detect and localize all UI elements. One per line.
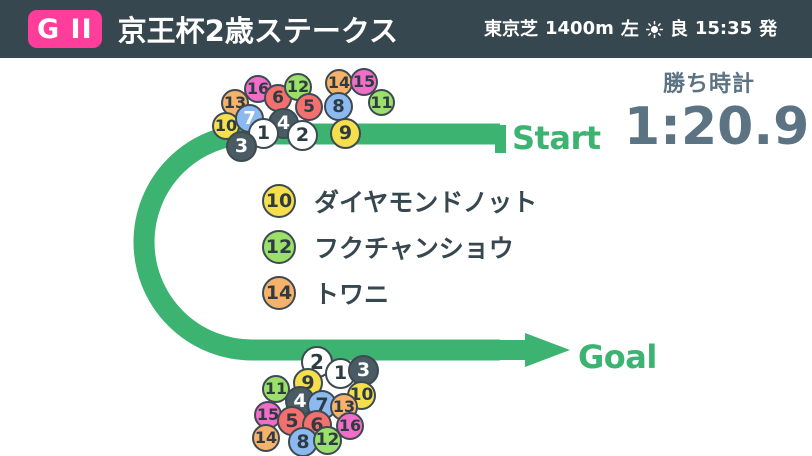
horse-number: 3 bbox=[234, 135, 249, 157]
legend-number-chip: 14 bbox=[262, 276, 296, 310]
legend-number-chip: 10 bbox=[262, 184, 296, 218]
horse-marker-14[interactable]: 14 bbox=[252, 424, 280, 452]
winning-time-value: 1:20.9 bbox=[624, 97, 810, 157]
header-bar: G II 京王杯2歳ステークス bbox=[0, 0, 812, 58]
horse-number: 15 bbox=[352, 72, 376, 91]
horse-legend: 10 ダイヤモンドノット 12 フクチャンショウ 14 トワニ bbox=[262, 178, 537, 316]
goal-arrow-icon bbox=[525, 333, 570, 367]
horse-marker-9[interactable]: 9 bbox=[330, 118, 361, 149]
legend-item[interactable]: 12 フクチャンショウ bbox=[262, 224, 537, 270]
legend-number-chip: 12 bbox=[262, 230, 296, 264]
meta-post-suffix: 発 bbox=[759, 19, 778, 40]
horse-number: 11 bbox=[370, 92, 393, 112]
race-meta: 東京芝 1400m 左 良 15:35 発 bbox=[484, 15, 777, 41]
horse-marker-5[interactable]: 5 bbox=[295, 93, 323, 121]
legend-horse-name: トワニ bbox=[314, 280, 390, 309]
horse-marker-12[interactable]: 12 bbox=[313, 426, 342, 455]
horse-number: 16 bbox=[338, 416, 362, 435]
horse-marker-11[interactable]: 11 bbox=[368, 89, 395, 116]
horse-number: 15 bbox=[256, 405, 280, 424]
horse-number: 11 bbox=[264, 379, 288, 398]
horse-number: 12 bbox=[315, 430, 340, 450]
page-title: 京王杯2歳ステークス bbox=[117, 14, 398, 48]
horse-number: 3 bbox=[356, 359, 371, 381]
horse-marker-3[interactable]: 3 bbox=[348, 355, 379, 386]
track-path bbox=[133, 123, 500, 361]
horse-number: 1 bbox=[256, 122, 271, 144]
horse-marker-2[interactable]: 2 bbox=[287, 120, 318, 151]
meta-track-condition: 良 bbox=[669, 19, 688, 40]
horse-number: 6 bbox=[272, 87, 284, 108]
legend-horse-name: フクチャンショウ bbox=[314, 234, 514, 263]
legend-horse-name: ダイヤモンドノット bbox=[314, 188, 538, 217]
horse-marker-3[interactable]: 3 bbox=[226, 131, 257, 162]
winning-time-block: 勝ち時計 1:20.9 bbox=[624, 66, 810, 157]
start-marker bbox=[495, 125, 506, 153]
track-diagram bbox=[133, 123, 570, 367]
horse-number: 14 bbox=[254, 428, 278, 447]
horse-number: 9 bbox=[338, 122, 353, 144]
horse-number: 5 bbox=[303, 96, 315, 117]
grade-badge: G II bbox=[28, 10, 102, 48]
horse-number: 8 bbox=[296, 430, 310, 453]
sun-icon bbox=[645, 20, 663, 38]
legend-item[interactable]: 10 ダイヤモンドノット bbox=[262, 178, 537, 224]
goal-label: Goal bbox=[578, 338, 657, 376]
goal-arrow-shaft bbox=[498, 340, 530, 360]
horse-number: 1 bbox=[333, 362, 348, 384]
horse-number: 2 bbox=[295, 124, 310, 146]
horse-number: 14 bbox=[327, 73, 351, 92]
horse-number: 8 bbox=[332, 95, 345, 117]
legend-item[interactable]: 14 トワニ bbox=[262, 270, 537, 316]
horse-marker-8[interactable]: 8 bbox=[324, 92, 353, 121]
meta-course: 東京芝 bbox=[484, 19, 538, 40]
meta-post-time: 15:35 bbox=[694, 17, 753, 39]
start-label: Start bbox=[512, 119, 601, 157]
winning-time-label: 勝ち時計 bbox=[662, 72, 755, 97]
meta-distance: 1400m bbox=[545, 17, 614, 39]
meta-direction: 左 bbox=[620, 19, 639, 40]
